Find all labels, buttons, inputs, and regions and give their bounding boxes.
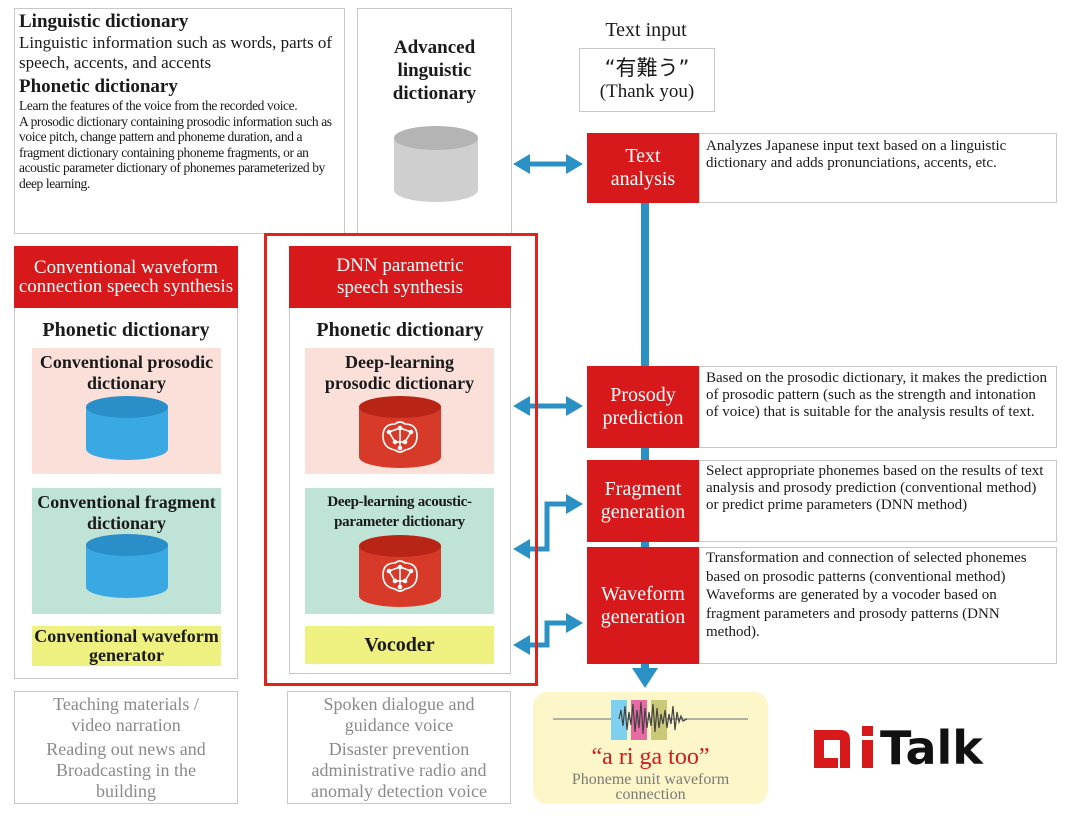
dnn-acoustic-label: Deep-learning acoustic-parameter diction… (327, 494, 472, 530)
text-input-japanese: “有難う” (604, 56, 690, 80)
waveform-generation-step: Waveform generation (587, 547, 699, 664)
waveform-generation-desc-2: Waveforms are generated by a vocoder bas… (706, 587, 1000, 640)
conventional-generator-box: Conventional waveform generator (32, 626, 221, 666)
dnn-uses-1: Spoken dialogue and guidance voice (323, 694, 475, 735)
phonetic-dictionary-desc-2: A prosodic dictionary containing prosodi… (19, 113, 332, 191)
dnn-prosodic-label: Deep-learning prosodic dictionary (324, 352, 475, 393)
dnn-uses-2: Disaster prevention administrative radio… (311, 739, 487, 801)
text-analysis-step: Text analysis (587, 133, 699, 203)
ai-logo-mark-icon (814, 726, 873, 768)
dnn-uses-box: Spoken dialogue and guidance voice Disas… (287, 691, 511, 804)
waveform-generation-label: Waveform generation (600, 582, 686, 628)
conventional-header: Conventional waveform connection speech … (14, 246, 238, 308)
fragment-generation-step: Fragment generation (587, 460, 699, 542)
text-input-english: (Thank you) (599, 81, 695, 102)
output-caption: Phoneme unit waveform connection (571, 771, 730, 803)
conventional-phonetic-title: Phonetic dictionary (42, 319, 210, 341)
fragment-generation-label: Fragment generation (600, 478, 686, 523)
phonetic-dictionary-desc-1: Learn the features of the voice from the… (19, 98, 298, 113)
info-box: Linguistic dictionary Linguistic informa… (14, 8, 345, 234)
advanced-dictionary-title: Advanced linguistic dictionary (392, 37, 477, 104)
output-phrase: “a ri ga too” (591, 744, 710, 770)
dnn-header: DNN parametric speech synthesis (289, 246, 511, 308)
conventional-uses-2: Reading out news and Broadcasting in the… (46, 739, 206, 801)
output-waveform-box (533, 692, 768, 804)
conventional-fragment-label: Conventional fragment dictionary (37, 492, 216, 533)
prosody-prediction-label: Prosody prediction (602, 384, 684, 429)
dnn-highlight-frame (264, 233, 538, 686)
text-analysis-label: Text analysis (610, 145, 676, 190)
text-input-label: Text input (605, 19, 687, 41)
dnn-phonetic-title: Phonetic dictionary (316, 319, 484, 341)
fragment-generation-desc: Select appropriate phonemes based on the… (699, 460, 1057, 542)
prosody-prediction-desc: Based on the prosodic dictionary, it mak… (699, 366, 1057, 448)
logo-text: Talk (880, 721, 983, 775)
conventional-header-label: Conventional waveform connection speech … (18, 257, 234, 297)
prosody-prediction-step: Prosody prediction (587, 366, 699, 448)
text-input-box: “有難う” (Thank you) (579, 48, 715, 112)
linguistic-dictionary-desc: Linguistic information such as words, pa… (19, 33, 333, 72)
linguistic-dictionary-title: Linguistic dictionary (19, 11, 189, 32)
neural-network-cylinder-icon (359, 535, 441, 607)
dnn-vocoder-box: Vocoder (305, 626, 494, 664)
gray-cylinder-icon (394, 126, 478, 202)
waveform-generation-desc: Transformation and connection of selecte… (699, 547, 1057, 664)
waveform-graphic (553, 700, 748, 740)
aitalk-logo: Talk (810, 720, 1010, 776)
waveform-generation-desc-1: Transformation and connection of selecte… (706, 550, 1027, 585)
blue-cylinder-icon (86, 396, 168, 460)
text-analysis-desc: Analyzes Japanese input text based on a … (699, 133, 1057, 203)
phonetic-dictionary-title: Phonetic dictionary (19, 76, 178, 97)
conventional-uses-box: Teaching materials / video narration Rea… (14, 691, 238, 804)
blue-cylinder-icon (86, 534, 168, 598)
conventional-uses-1: Teaching materials / video narration (53, 694, 199, 735)
conventional-prosodic-label: Conventional prosodic dictionary (39, 352, 214, 393)
neural-network-cylinder-icon (359, 396, 441, 468)
dnn-header-label: DNN parametric speech synthesis (336, 255, 464, 298)
